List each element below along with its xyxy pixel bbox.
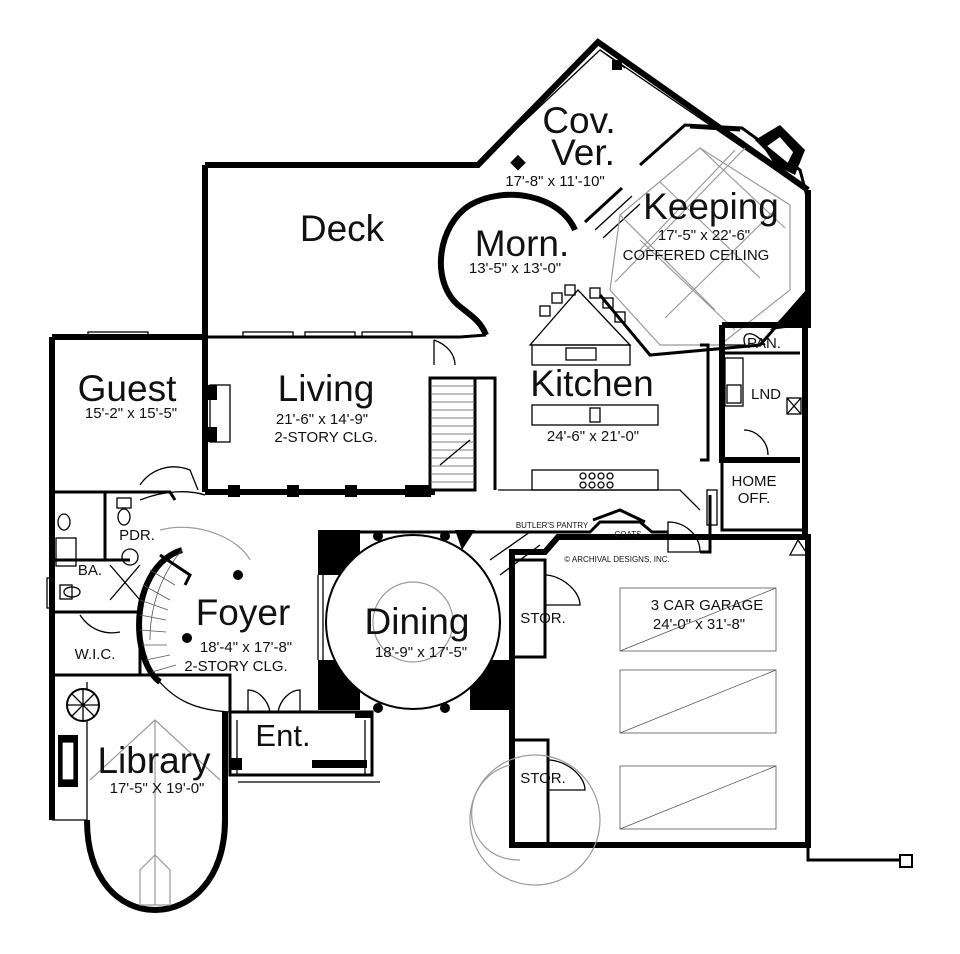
storage-1-label: STOR.: [520, 610, 566, 627]
library-label: Library: [97, 740, 211, 781]
living-note: 2-STORY CLG.: [274, 429, 377, 446]
service-rooms: [706, 322, 805, 532]
entry-label: Ent.: [255, 718, 310, 753]
morning-dims: 13'-5" x 13'-0": [469, 260, 561, 277]
home-office-label-2: OFF.: [738, 490, 771, 507]
dining-dims: 18'-9" x 17'-5": [375, 644, 467, 661]
keeping-label: Keeping: [643, 186, 779, 227]
laundry-label: LND: [751, 386, 781, 403]
wic-label: W.I.C.: [75, 646, 116, 663]
foyer-label: Foyer: [196, 592, 291, 633]
dining-room: [317, 530, 513, 713]
cov-ver-dims: 17'-8" x 11'-10": [505, 173, 605, 190]
pantry-label: PAN.: [747, 335, 781, 352]
butlers-pantry-label: BUTLER'S PANTRY: [516, 521, 589, 530]
bath-label: BA.: [78, 562, 102, 579]
library-dims: 17'-5" X 19'-0": [110, 780, 205, 797]
covered-veranda: [477, 49, 806, 239]
coats-label: COATS: [615, 530, 642, 539]
home-office-label-1: HOME: [732, 473, 777, 490]
guest-dims: 15'-2" x 15'-5": [85, 405, 177, 422]
foyer-dims: 18'-4" x 17'-8": [200, 639, 292, 656]
kitchen: [498, 343, 710, 511]
kitchen-dims: 24'-6" x 21'-0": [547, 428, 639, 445]
garage-dims: 24'-0" x 31'-8": [653, 616, 745, 633]
storage-2-label: STOR.: [520, 770, 566, 787]
cov-ver-label-1: Cov.: [542, 100, 615, 141]
powder-label: PDR.: [119, 527, 155, 544]
keeping-note: COFFERED CEILING: [623, 247, 770, 264]
cov-ver-label-2: Ver.: [551, 132, 615, 173]
keeping-dims: 17'-5" x 22'-6": [658, 227, 750, 244]
living-label: Living: [278, 368, 375, 409]
main-stair: [428, 376, 497, 492]
room-labels: Cov. Ver. 17'-8" x 11'-10" Deck Morn. 13…: [75, 100, 782, 797]
deck-label: Deck: [300, 208, 385, 249]
garage: [469, 558, 777, 886]
foyer-note: 2-STORY CLG.: [184, 658, 287, 675]
keeping-room: [598, 123, 810, 357]
library: [52, 673, 232, 914]
garage-label: 3 CAR GARAGE: [651, 597, 764, 614]
living-dims: 21'-6" x 14'-9": [276, 411, 368, 428]
dining-label: Dining: [365, 601, 470, 642]
morning-label: Morn.: [475, 223, 570, 264]
morning-room: [437, 191, 632, 366]
copyright-notice: © ARCHIVAL DESIGNS, INC.: [564, 555, 669, 564]
entry: [228, 689, 380, 783]
living-room: [205, 331, 456, 497]
guest-label: Guest: [78, 368, 177, 409]
kitchen-label: Kitchen: [530, 363, 653, 404]
